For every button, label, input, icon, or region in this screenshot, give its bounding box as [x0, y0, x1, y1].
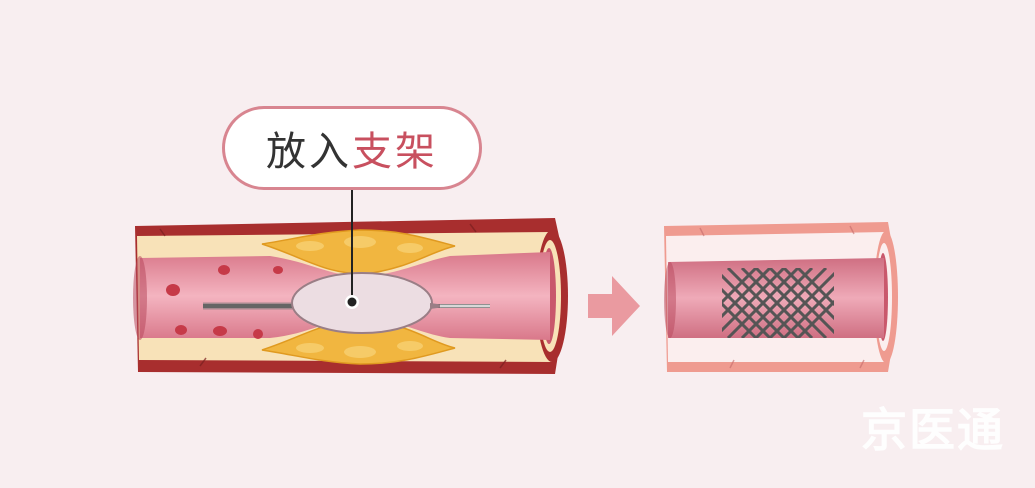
callout-text-dark: 放入 — [266, 119, 352, 177]
arrow-right-icon — [588, 276, 640, 336]
callout-label: 放入支架 — [222, 106, 482, 190]
right-vessel — [664, 222, 898, 372]
callout-text-accent: 支架 — [352, 119, 438, 177]
right-vessel-lumen — [668, 258, 884, 338]
watermark-logo: 京医通 — [861, 394, 1005, 460]
